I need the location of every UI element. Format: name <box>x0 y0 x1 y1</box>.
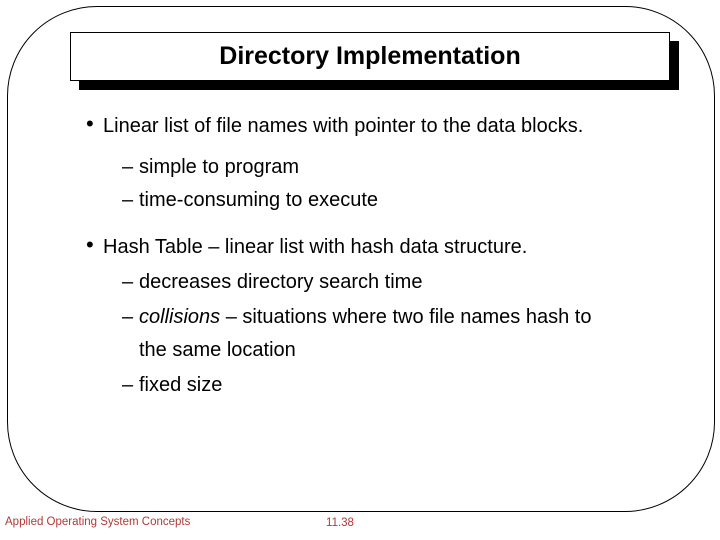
dash-icon: – <box>122 374 134 396</box>
sub-bullet-list: –decreases directory search time –collis… <box>86 266 611 402</box>
dash-icon: – <box>122 156 134 178</box>
sub-bullet-item: –collisions – situations where two file … <box>122 301 611 367</box>
sub-bullet-text: – situations where two file names hash t… <box>139 306 592 361</box>
sub-bullet-text: time-consuming to execute <box>139 189 379 211</box>
dash-icon: – <box>122 306 134 328</box>
bullet-text: Linear list of file names with pointer t… <box>103 115 584 137</box>
bullet-item: • Linear list of file names with pointer … <box>86 110 611 143</box>
sub-bullet-text: simple to program <box>139 156 300 178</box>
footer-page-number: 11.38 <box>326 517 354 529</box>
bullet-block-linear-list: • Linear list of file names with pointer … <box>86 110 611 217</box>
slide-body: • Linear list of file names with pointer … <box>86 110 611 404</box>
sub-bullet-item: –simple to program <box>122 151 611 184</box>
bullet-text: Hash Table – linear list with hash data … <box>103 236 528 258</box>
sub-bullet-text: fixed size <box>139 374 223 396</box>
slide-border-frame <box>7 6 715 512</box>
slide-title: Directory Implementation <box>219 42 521 70</box>
sub-bullet-item: –decreases directory search time <box>122 266 611 299</box>
bullet-icon: • <box>86 232 94 257</box>
dash-icon: – <box>122 271 134 293</box>
sub-bullet-list: –simple to program –time-consuming to ex… <box>86 151 611 217</box>
bullet-icon: • <box>86 111 94 136</box>
title-box: Directory Implementation <box>70 32 670 81</box>
sub-bullet-text-italic: collisions <box>139 306 221 328</box>
bullet-item: • Hash Table – linear list with hash data… <box>86 231 611 264</box>
sub-bullet-item: –time-consuming to execute <box>122 184 611 217</box>
footer-book-title: Applied Operating System Concepts <box>5 516 191 528</box>
sub-bullet-item: –fixed size <box>122 369 611 402</box>
dash-icon: – <box>122 189 134 211</box>
bullet-block-hash-table: • Hash Table – linear list with hash data… <box>86 231 611 402</box>
sub-bullet-text: decreases directory search time <box>139 271 423 293</box>
